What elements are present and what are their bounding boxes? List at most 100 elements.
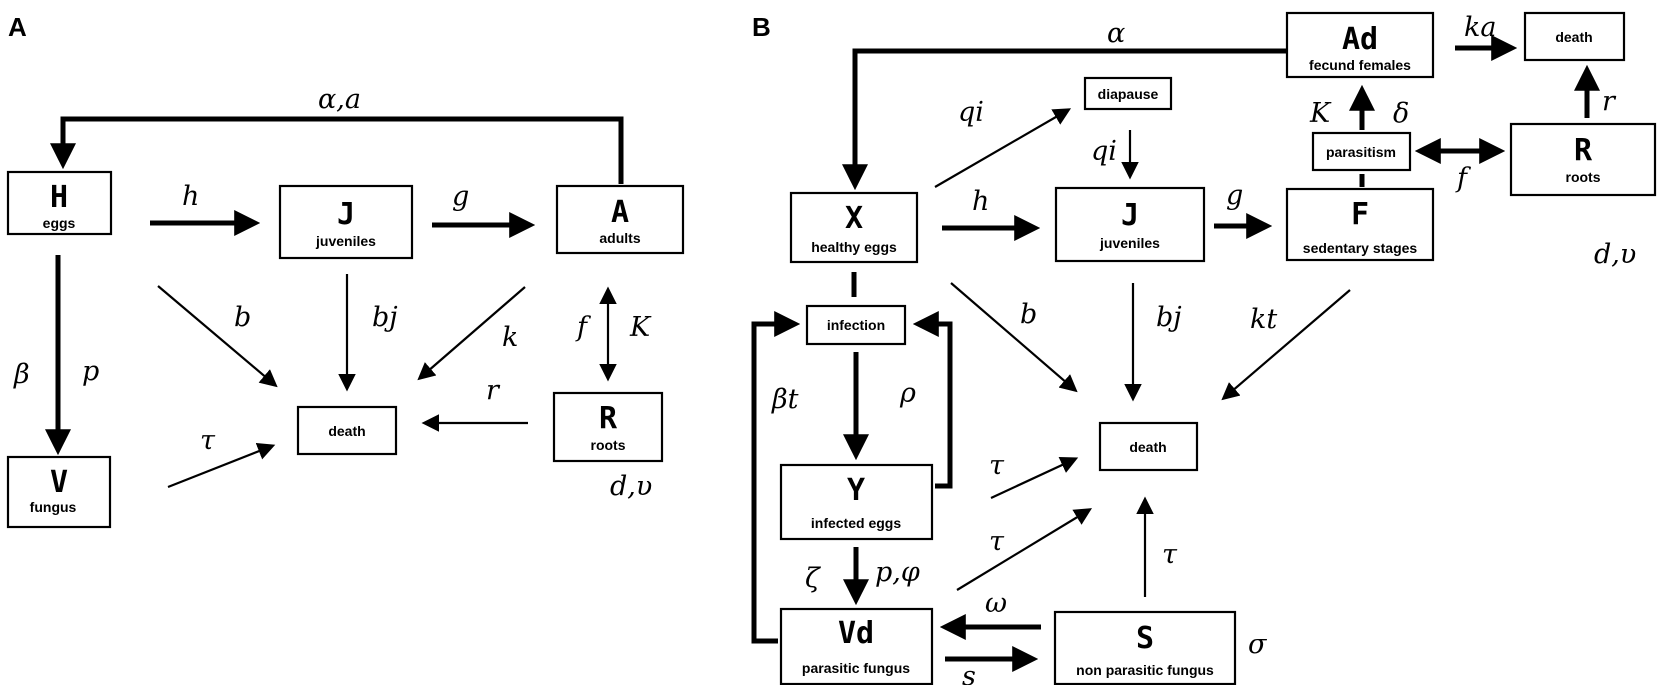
arrow-F-to-death [1221,289,1351,401]
param-f: f [1455,163,1471,194]
arrow-Y-to-infection [912,311,953,489]
arrow-H-to-death [157,285,278,388]
node-label: infected eggs [811,515,901,531]
param-p-phi: p,φ [875,557,920,588]
param-b: b [1020,299,1037,330]
node-label: parasitism [1326,144,1396,160]
param-tau-1: τ [989,450,1005,481]
node-symbol: S [1136,621,1154,656]
param-ka: ka [1464,12,1496,43]
arrow-V-to-death [167,442,276,489]
arrow-X-to-diapause [934,108,1072,188]
arrow-A-to-death [417,286,526,381]
param-g: g [1226,180,1243,211]
param-zeta: ζ [805,563,821,594]
param-beta: β [13,359,30,390]
node-sedentary-stages-F: F sedentary stages [1285,187,1435,262]
param-tau-2: τ [989,526,1005,557]
node-label: juveniles [1099,235,1160,251]
node-label: roots [591,437,626,453]
param-alpha-a: α,a [318,84,361,115]
param-qi-down: qi [1091,136,1117,167]
node-juveniles-J: J juveniles [278,184,414,260]
param-bj: bj [1156,302,1182,333]
panel-a-label: A [8,12,27,42]
panel-b-label: B [752,12,771,42]
param-kt: kt [1250,304,1277,335]
node-roots-R-b: R roots [1509,122,1657,197]
node-label: fungus [30,499,77,515]
node-eggs-H: H eggs [6,170,113,236]
node-parasitic-fungus-Vd: Vd parasitic fungus [779,607,934,685]
param-d-nu: d,υ [1594,239,1636,270]
node-healthy-eggs-X: X healthy eggs [789,191,919,264]
param-sigma: σ [1248,629,1268,660]
node-label: diapause [1098,86,1159,102]
node-label: adults [599,230,640,246]
param-k: k [502,322,518,353]
param-alpha: α [1107,18,1125,49]
arrow-Y-to-death [990,456,1079,499]
param-h: h [182,181,199,212]
param-delta: δ [1393,98,1409,129]
node-juveniles-J-b: J juveniles [1054,186,1206,263]
arrow-X-to-death [950,282,1078,393]
param-K: K [629,312,652,343]
node-symbol: Ad [1342,22,1378,57]
param-tau: τ [200,425,216,456]
param-bj: bj [372,302,398,333]
node-label: eggs [43,215,76,231]
node-symbol: R [599,401,618,436]
param-omega: ω [985,588,1007,619]
node-diapause: diapause [1083,76,1173,111]
node-symbol: H [50,180,68,215]
node-fecund-females-Ad: Ad fecund females [1285,11,1435,79]
arrow-Vd-to-infection [751,311,801,644]
param-beta-t: βt [771,384,799,415]
param-p: p [82,356,99,387]
node-parasitism: parasitism [1311,131,1412,172]
param-K: K [1309,98,1332,129]
node-non-parasitic-fungus-S: S non parasitic fungus [1053,610,1237,685]
param-s: s [962,661,976,685]
node-adults-A: A adults [555,184,685,255]
node-fungus-V: V fungus [6,455,112,529]
node-symbol: J [337,197,355,232]
node-symbol: J [1121,198,1139,233]
node-label: parasitic fungus [802,660,910,676]
node-label: death [328,423,365,439]
node-death: death [296,405,398,456]
node-symbol: V [50,465,68,500]
node-label: infection [827,317,885,333]
param-d-nu: d,υ [610,471,652,502]
node-symbol: X [845,201,863,236]
param-qi-diagonal: qi [958,97,984,128]
arrow-Vd-to-death [956,508,1093,591]
param-r: r [486,375,501,406]
node-symbol: Vd [838,616,874,651]
node-symbol: F [1351,197,1369,232]
node-label: roots [1566,169,1601,185]
node-label: juveniles [315,233,376,249]
node-infection: infection [805,304,907,346]
param-h: h [972,186,989,217]
param-r: r [1602,86,1617,117]
node-symbol: R [1574,133,1593,168]
node-roots-R: R roots [552,391,664,463]
arrow-Ad-to-X [842,48,1287,191]
node-label: fecund females [1309,57,1411,73]
node-death-top: death [1523,11,1626,62]
param-g: g [452,181,469,212]
node-infected-eggs-Y: Y infected eggs [779,463,934,541]
node-symbol: A [611,195,629,230]
node-label: sedentary stages [1303,240,1418,256]
arrow-A-to-H [50,116,624,184]
node-label: death [1129,439,1166,455]
node-label: death [1555,29,1592,45]
param-b: b [234,302,251,333]
node-symbol: Y [847,473,865,508]
param-tau-3: τ [1162,539,1178,570]
node-death-b: death [1098,421,1199,472]
node-label: non parasitic fungus [1076,662,1214,678]
